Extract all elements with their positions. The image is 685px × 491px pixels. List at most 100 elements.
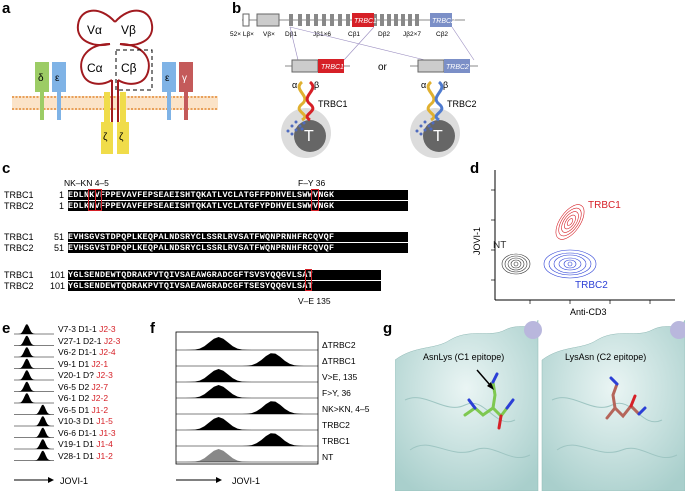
c-beta-label: Cβ [121,61,137,75]
f-row-label: ΔTRBC2 [322,340,356,350]
e-row-label: V6-6 D1-1 J1-3 [58,428,116,438]
d-beta1-label: Dβ1 [285,31,297,38]
e-histogram [14,335,54,346]
panel-a-tcr-diagram: Vα Vβ Cα Cβ δ ε ε γ ζ ζ [12,9,218,154]
trbc1-exon [352,13,374,27]
epitope-arrow [476,369,491,386]
svg-text:TRBC1: TRBC1 [354,18,377,25]
svg-text:TRBC2: TRBC2 [447,99,477,109]
f-x-arrowhead [216,477,222,483]
panel-letter-b: b [232,0,242,17]
seq-row-name: TRBC1 [4,270,34,280]
seq-row-sequence: YGLSENDEWTQDRAKPVTQIVSAEAWGRADCGFTSVSYQQ… [68,270,381,280]
f-row-label: TRBC1 [322,436,350,446]
e-x-arrowhead [48,477,54,483]
seq-variant-highlight [88,189,96,211]
e-histogram [14,347,54,357]
e-v-segment: V10-3 D1 [58,416,97,426]
e-j-segment: J1-2 [96,450,113,461]
svg-text:TRBC2: TRBC2 [446,64,469,71]
cd3-zeta: ζ ζ [101,92,129,154]
e-v-segment: V7-3 D1-1 [58,324,100,334]
e-j-segment: J1-3 [99,427,116,438]
x-axis-label: Anti-CD3 [570,307,607,317]
cd3-delta: δ [35,62,49,120]
e-histogram [14,393,54,403]
svg-text:α: α [421,80,426,90]
cd3-epsilon-right: ε [162,62,176,120]
trbc2-contour [543,249,597,279]
panel-letter-d: d [470,160,480,177]
e-row-label: V6-5 D2 J2-7 [58,382,108,392]
j-beta2-label: Jβ2×7 [403,31,421,38]
panel-g-structure: AsnLys (C1 epitope) LysAsn (C2 epitope) [395,320,685,491]
e-j-segment: J2-7 [91,381,109,392]
f-row-label: ΔTRBC1 [322,356,356,366]
seq-row-sequence: EVHSGVSTDPQPLKEQPALNDSRYCLSSRLRVSATFWQNP… [68,243,408,253]
e-row-label: V19-1 D1 J1-4 [58,439,113,449]
seq-row-sequence: EVHSGVSTDPQPLKEQPALNDSRYCLSSRLRVSATFWQNP… [68,232,408,242]
panel-letter-a: a [2,0,11,17]
e-row-label: V20-1 D? J2-3 [58,370,113,380]
svg-text:T: T [304,128,314,145]
asnlys-sticks [463,372,515,430]
c-beta-dashed-box [115,49,153,91]
f-histogram [176,385,318,398]
e-j-segment: J1-5 [96,416,113,426]
seq-row-name: TRBC2 [4,201,34,211]
e-j-segment: J2-3 [99,324,116,334]
f-histogram [176,417,318,430]
c-beta2-label: Cβ2 [436,31,448,38]
label-lysasn: LysAsn (C2 epitope) [565,352,646,362]
f-row-label: V>E, 135 [322,372,358,382]
e-row-label: V10-3 D1 J1-5 [58,416,113,426]
e-v-segment: V19-1 D1 [58,439,97,449]
rearranged-trbc1: TRBC1 [285,59,350,73]
panel-letter-c: c [2,160,11,177]
t-cell-trbc1: T α β TRBC1 [281,80,348,158]
axis-ticks [491,189,651,304]
svg-text:β: β [314,80,319,90]
svg-text:ε: ε [55,73,60,84]
panel-d-flow-plot: JOVI-1 Anti-CD3 TRBC1 NT TRBC2 [472,170,675,317]
seq-row-sequence: EDLKNVFPPEVAVFEPSEAEISHTQKATLVCLATGFYPDH… [68,201,408,211]
nt-contour [501,253,531,275]
or-label: or [378,62,388,73]
seq-row-start: 101 [50,270,66,280]
l-beta-label: 52× Lβ× [230,31,254,38]
seq-row-name: TRBC2 [4,281,34,291]
svg-text:ζ: ζ [103,132,108,143]
germline-locus: TRBC1 TRBC2 [242,13,465,27]
panel-b-trb-locus: TRBC1 TRBC2 52× Lβ× Vβ× Dβ1 Jβ1×6 Cβ1 Dβ… [230,13,478,158]
svg-text:TRBC1: TRBC1 [318,99,348,109]
svg-text:β: β [443,80,448,90]
seq-row-start: 1 [58,190,64,200]
d-beta2-label: Dβ2 [378,31,390,38]
rearranged-trbc2: TRBC2 [410,59,478,73]
f-row-label: TRBC2 [322,420,350,430]
annotation-f-y: F–Y 36 [298,178,326,188]
e-histogram [14,450,54,461]
svg-text:δ: δ [38,73,44,84]
e-v-segment: V9-1 D1 [58,358,92,369]
f-row-label: F>Y, 36 [322,388,351,398]
e-j-segment: J2-2 [91,393,109,403]
panel-letter-g: g [383,320,393,337]
e-j-segment: J2-1 [91,358,109,369]
y-axis-label: JOVI-1 [472,227,482,255]
seq-row-name: TRBC2 [4,243,34,253]
f-row-label: NT [322,452,334,462]
seq-variant-highlight [304,269,312,291]
annotation-nk-kn: NK–KN 4–5 [64,178,109,188]
svg-text:TRBC1: TRBC1 [321,64,344,71]
j-beta1-label: Jβ1×6 [313,31,331,38]
f-histogram [176,433,318,446]
f-histogram [176,337,318,350]
f-histogram [176,401,318,414]
e-j-segment: J1-4 [96,439,113,449]
label-trbc1: TRBC1 [588,200,621,211]
e-row-label: V6-1 D2 J2-2 [58,393,108,403]
f-histogram [176,369,318,382]
cell-membrane [12,96,218,110]
e-j-segment: J2-3 [96,370,113,380]
